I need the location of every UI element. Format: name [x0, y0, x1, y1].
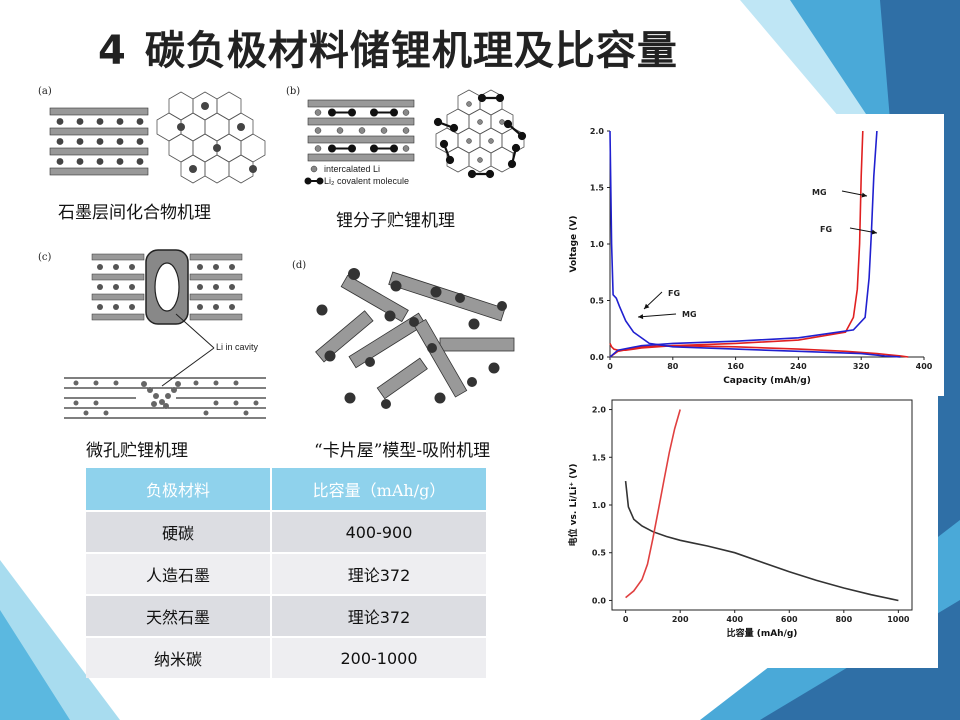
series-line-fg-discharge: [609, 130, 901, 358]
figure-b-diagram: (b) intercalated Li Li₂ covalent: [286, 86, 527, 186]
curve-annotation-mg: MG: [812, 188, 827, 197]
figure-b-caption: 锂分子贮锂机理: [336, 211, 455, 231]
curve-annotation-mg: MG: [682, 310, 697, 319]
curve-annotation-fg: FG: [820, 225, 832, 234]
chart1-x-axis-label: Capacity (mAh/g): [723, 376, 811, 386]
figure-d-caption: “卡片屋”模型-吸附机理: [314, 441, 491, 461]
y-tick-label: 0.0: [590, 353, 605, 362]
y-tick-label: 1.0: [590, 240, 605, 249]
material-cell: 天然石墨: [86, 594, 272, 637]
x-tick-label: 1000: [887, 615, 910, 624]
curve-annotation-fg: FG: [668, 289, 680, 298]
figure-d-diagram: (d): [292, 260, 515, 409]
page-title: 4 碳负极材料储锂机理及比容量: [98, 18, 678, 76]
chart1-y-axis-label: Voltage (V): [569, 216, 579, 273]
x-tick-label: 400: [726, 615, 743, 624]
header-capacity: 比容量（mAh/g）: [271, 468, 486, 511]
graphite-stack-left: [91, 253, 145, 321]
legend-intercalated-li: intercalated Li: [324, 164, 380, 174]
figure-c-caption: 微孔贮锂机理: [86, 441, 188, 461]
material-cell: 人造石墨: [86, 552, 272, 595]
bottom-layers: [64, 377, 266, 419]
cavity: [145, 249, 189, 325]
cavity-arrow: [161, 313, 215, 387]
table-row: 天然石墨 理论372: [86, 594, 486, 637]
annotation-arrow: [637, 313, 677, 318]
x-tick-label: 400: [916, 362, 933, 371]
annotation-arrowhead: [638, 314, 644, 320]
x-tick-label: 0: [623, 615, 629, 624]
x-tick-label: 800: [835, 615, 852, 624]
chart2-x-axis-label: 比容量 (mAh/g): [727, 627, 798, 639]
hexagon-lattice: [156, 91, 266, 184]
li2-molecule-marker: [304, 177, 324, 185]
card-sheets: [315, 271, 515, 400]
figure-d-letter: (d): [292, 260, 306, 271]
y-tick-label: 2.0: [590, 127, 605, 136]
y-tick-label: 1.5: [590, 184, 605, 193]
x-tick-label: 600: [781, 615, 798, 624]
x-tick-label: 240: [790, 362, 807, 371]
figure-a-letter: (a): [38, 86, 52, 97]
y-tick-label: 1.0: [592, 501, 607, 510]
plot-frame: [611, 399, 913, 611]
intercalated-li-marker: [310, 165, 318, 173]
y-tick-label: 0.5: [592, 549, 607, 558]
figure-a-diagram: (a): [38, 86, 266, 184]
material-cell: 硬碳: [86, 510, 272, 553]
voltage-capacity-svg: 0 80 160 240 320 400 0.0 0.5 1.0 1.5 2.0 MG FG FGMG …: [569, 127, 933, 386]
graphite-stack-right: [189, 253, 243, 321]
potential-capacity-svg: 0 200 400 600 800 1000 0.0 0.5 1.0 1.5 2.0 比容量 (mA…: [567, 399, 913, 639]
series-line-charge: [625, 409, 681, 599]
series-line-fg-charge: [609, 130, 878, 358]
chart2-axes: 0 200 400 600 800 1000 0.0 0.5 1.0 1.5 2.0: [592, 399, 913, 624]
x-tick-label: 160: [727, 362, 744, 371]
material-cell: 纳米碳: [86, 636, 272, 678]
chart1-axes: 0 80 160 240 320 400 0.0 0.5 1.0 1.5 2.0: [590, 127, 933, 371]
capacity-cell: 理论372: [271, 552, 486, 595]
y-tick-label: 0.0: [592, 596, 607, 605]
series-line-mg-charge: [609, 130, 864, 358]
table-row: 人造石墨 理论372: [86, 552, 486, 595]
annotation-arrowhead: [861, 192, 867, 198]
li-atoms: [316, 268, 507, 409]
capacity-cell: 理论372: [271, 594, 486, 637]
potential-capacity-chart: 0 200 400 600 800 1000 0.0 0.5 1.0 1.5 2.0 比容量 (mA…: [564, 396, 938, 668]
y-tick-label: 1.5: [592, 453, 607, 462]
y-tick-label: 2.0: [592, 406, 607, 415]
y-tick-label: 0.5: [590, 297, 605, 306]
figure-c-letter: (c): [38, 252, 52, 263]
capacity-table: 负极材料 比容量（mAh/g） 硬碳 400-900 人造石墨 理论372 天然…: [86, 468, 486, 678]
annotation-arrowhead: [871, 229, 877, 235]
table-header-row: 负极材料 比容量（mAh/g）: [86, 468, 486, 511]
title-number: 4: [98, 28, 127, 74]
title-text: 碳负极材料储锂机理及比容量: [144, 28, 678, 74]
figure-c-diagram: (c): [38, 249, 266, 419]
graphite-layers: [49, 107, 149, 176]
chart1-annotations: MG FG FG MG: [637, 188, 878, 320]
legend-b: intercalated Li Li₂ covalent molecule: [304, 164, 409, 186]
li-in-cavity-label: Li in cavity: [216, 342, 259, 352]
table-row: 硬碳 400-900: [86, 510, 486, 553]
annotation-arrowhead: [644, 303, 650, 309]
header-material: 负极材料: [86, 468, 272, 511]
figure-a-caption: 石墨层间化合物机理: [58, 203, 211, 223]
chart1-series: [609, 130, 909, 358]
graphite-layers-b: [307, 99, 415, 162]
series-line-discharge: [624, 481, 899, 602]
x-tick-label: 320: [853, 362, 870, 371]
figure-b-letter: (b): [286, 86, 300, 97]
x-tick-label: 80: [667, 362, 679, 371]
capacity-cell: 400-900: [271, 510, 486, 553]
x-tick-label: 0: [607, 362, 613, 371]
chart2-series: [624, 409, 899, 602]
legend-li2-molecule: Li₂ covalent molecule: [324, 176, 409, 186]
bottom-left-triangle-dark: [0, 610, 70, 720]
table-row: 纳米碳 200-1000: [86, 636, 486, 678]
capacity-cell: 200-1000: [271, 636, 486, 678]
x-tick-label: 200: [672, 615, 689, 624]
chart2-y-axis-label: 电位 vs. Li/Li⁺ (V): [567, 464, 579, 547]
